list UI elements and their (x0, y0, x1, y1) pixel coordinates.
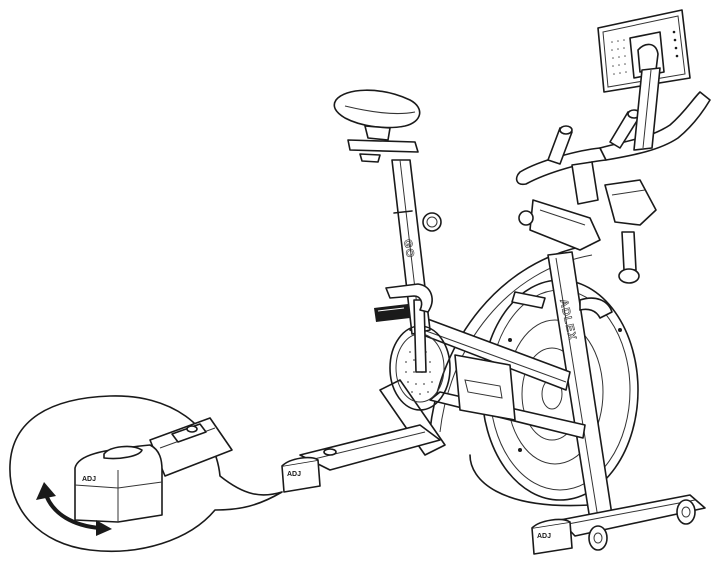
water-bottle-holders (518, 179, 657, 284)
callout-bubble (9, 395, 283, 553)
seat-adjust-knob (422, 212, 442, 232)
foot-label-front: ADJ (287, 471, 301, 478)
leveling-foot-rear: ADJ (531, 518, 573, 555)
callout-foot-detail: ADJ (74, 417, 233, 523)
transport-wheels (588, 499, 696, 551)
main-frame (379, 159, 613, 521)
foot-label-callout: ADJ (82, 476, 96, 483)
front-stabilizer (299, 424, 441, 471)
foot-label-rear: ADJ (537, 533, 551, 540)
seat-post-text: GO (401, 238, 416, 259)
crank-and-pedal (374, 283, 451, 411)
console-screen (597, 9, 691, 151)
leveling-foot-front: ADJ (281, 456, 321, 493)
rotation-arrow-icon (36, 482, 112, 536)
saddle (333, 89, 421, 163)
resistance-lever (511, 291, 613, 319)
